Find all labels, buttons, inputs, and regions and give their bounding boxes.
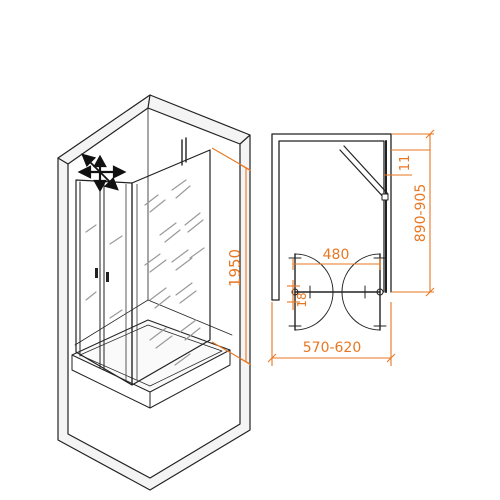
depth-dimension: 890-905 [392, 129, 435, 297]
gap-top-dimension: 11 [384, 149, 430, 176]
plan-walls [271, 133, 392, 301]
door-handle-right [106, 272, 109, 282]
gap-side-dimension: 18 [287, 280, 309, 310]
door-handle-left [95, 268, 98, 278]
enclosure-3d-view: 1950 [57, 94, 252, 491]
width-label: 570-620 [303, 340, 362, 356]
plan-fixed-panel [339, 140, 389, 293]
gap-top-label: 11 [398, 155, 413, 172]
wall-profile [181, 137, 187, 166]
glass-texture [144, 179, 205, 366]
shower-tray [71, 319, 231, 409]
width-dimension: 570-620 [267, 302, 396, 366]
gap-side-label: 18 [295, 292, 309, 307]
plan-doors [288, 253, 387, 331]
depth-label: 890-905 [413, 184, 429, 243]
room-walls [57, 94, 251, 491]
door-width-label: 480 [323, 247, 350, 263]
height-label: 1950 [226, 249, 244, 287]
plan-view: 11 890-905 480 18 [267, 129, 435, 366]
height-dimension: 1950 [211, 147, 252, 366]
four-way-arrow-icon [77, 153, 127, 193]
door-width-dimension: 480 [292, 247, 381, 270]
